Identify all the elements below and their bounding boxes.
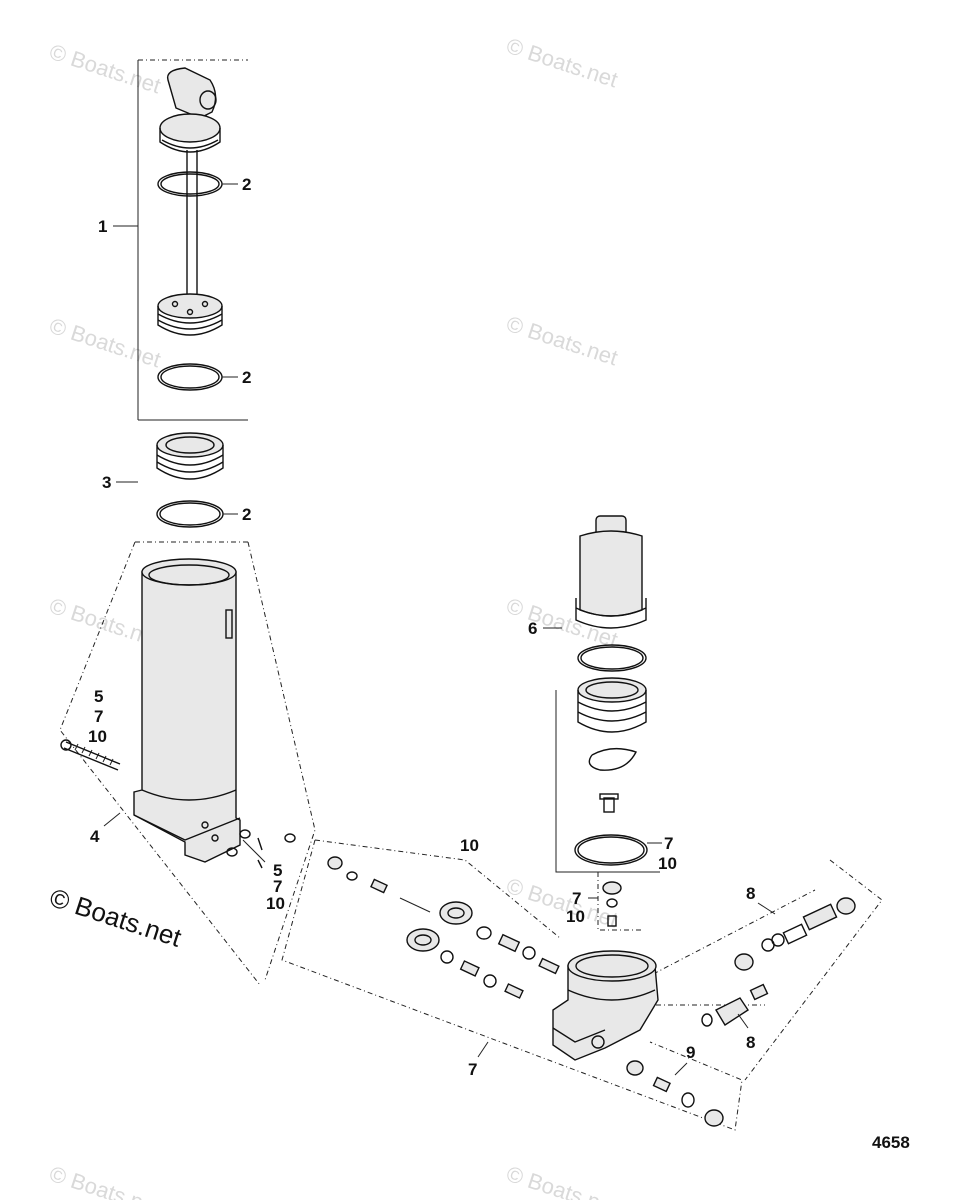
callout-10-mid: 10 — [566, 907, 585, 926]
callout-1: 1 — [98, 217, 107, 236]
watermark-main: © Boats.net — [46, 882, 186, 953]
callout-6: 6 — [528, 619, 537, 638]
callout-10-right: 10 — [658, 854, 677, 873]
callout-5-bottom: 5 — [273, 861, 282, 880]
callout-2b: 2 — [242, 368, 251, 387]
callout-7-right: 7 — [664, 834, 673, 853]
callout-7-lower: 7 — [468, 1060, 477, 1079]
rod-assembly — [137, 59, 248, 421]
watermark-9: © Boats.net — [503, 1161, 620, 1200]
callout-8-top: 8 — [746, 884, 755, 903]
pump-body — [281, 839, 883, 1131]
callout-7-left: 7 — [94, 707, 103, 726]
callout-7-mid: 7 — [572, 889, 581, 908]
callout-10-top: 10 — [460, 836, 479, 855]
callout-3: 3 — [102, 473, 111, 492]
watermark-2: © Boats.net — [503, 33, 620, 92]
valve-parts-left — [327, 856, 560, 999]
small-valve-parts — [597, 872, 642, 931]
manual-release-valve — [701, 897, 856, 1027]
callout-7-bottom: 7 — [273, 877, 282, 896]
callout-9: 9 — [686, 1043, 695, 1062]
diagram-number: 4658 — [872, 1133, 910, 1152]
watermark-1: © Boats.net — [46, 39, 163, 98]
reservoir-cap — [555, 515, 660, 873]
callout-8-bottom: 8 — [746, 1033, 755, 1052]
cylinder-housing — [59, 541, 316, 986]
lower-valve-parts — [626, 1060, 724, 1127]
callout-4: 4 — [90, 827, 100, 846]
seal-part — [156, 432, 224, 528]
callouts: 1 2 2 3 2 5 7 10 4 5 7 10 6 7 10 10 7 10… — [88, 175, 776, 1079]
callout-2a: 2 — [242, 175, 251, 194]
callout-5-left: 5 — [94, 687, 103, 706]
callout-10-left: 10 — [88, 727, 107, 746]
watermark-7: © Boats.net — [503, 873, 620, 932]
watermark-8: © Boats.net — [46, 1161, 163, 1200]
watermark-4: © Boats.net — [503, 311, 620, 370]
watermarks: © Boats.net © Boats.net © Boats.net © Bo… — [46, 33, 621, 1200]
watermark-3: © Boats.net — [46, 313, 163, 372]
callout-2c: 2 — [242, 505, 251, 524]
callout-10-bottom: 10 — [266, 894, 285, 913]
